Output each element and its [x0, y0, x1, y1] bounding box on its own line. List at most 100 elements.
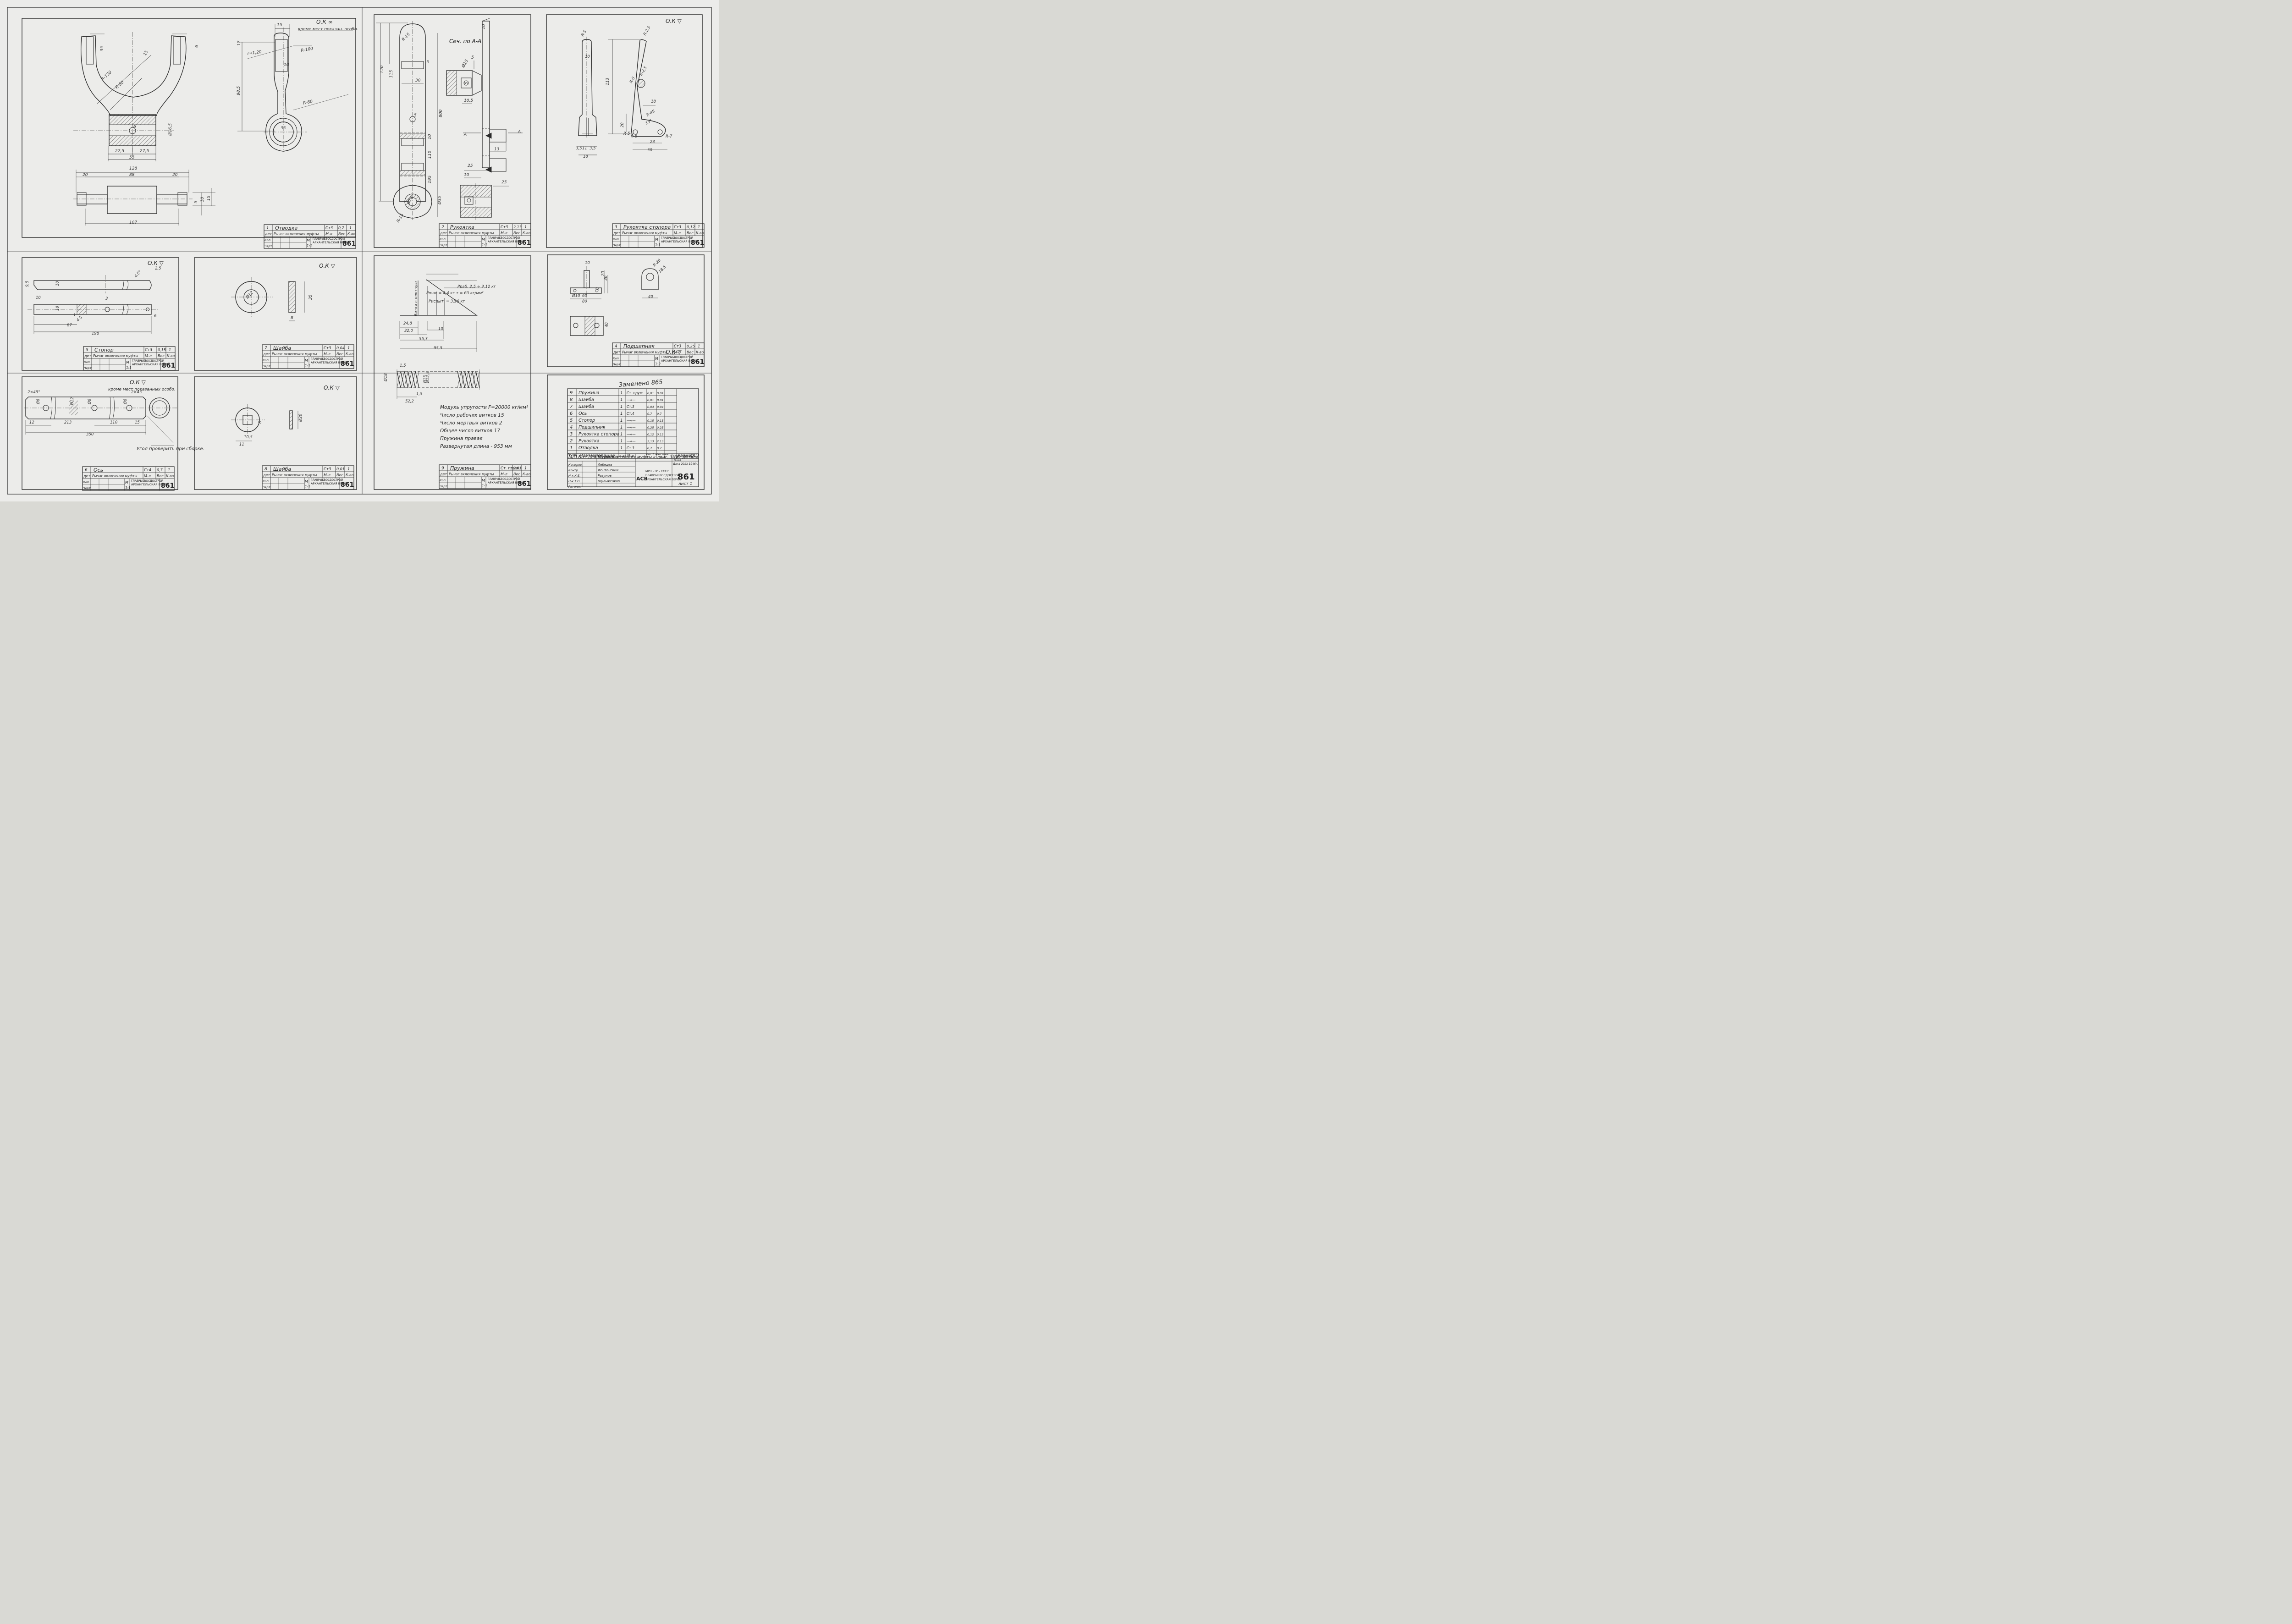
dimension-value: 350: [86, 432, 94, 437]
bom-weight-unit: 0,7: [647, 446, 652, 450]
part-material: Ст4: [144, 468, 151, 473]
panel-header: О.К ▽: [319, 263, 336, 269]
square-hole: [464, 196, 474, 205]
part-qty: 1: [168, 468, 170, 473]
part-name: Рукоятка стопора: [623, 224, 671, 230]
part-weight: 0,7: [338, 226, 345, 230]
angle-note: Угол проверить при сборке.: [137, 446, 204, 451]
dimension-value: Ø35: [437, 196, 442, 205]
part-outline: [121, 304, 124, 315]
sheet-number: 861: [518, 480, 531, 488]
part-2-handle: [376, 18, 523, 220]
tb-label-det: дет: [264, 232, 272, 236]
panel-9: [374, 255, 531, 490]
dimension-value: 35: [309, 294, 313, 300]
tb-label-scale: М: [305, 479, 308, 484]
circle-outline: [573, 289, 577, 292]
part-name: Шайба: [273, 345, 291, 351]
tb-label-det: дет: [263, 473, 270, 477]
part-8-washer: [231, 404, 298, 441]
dimension-value: Pраб. 2,5 ÷ 3,12 кг: [457, 285, 496, 289]
sheet-number: 861: [691, 358, 704, 366]
tb-label-scale: М: [126, 360, 129, 364]
dimension-value: 40: [648, 295, 653, 299]
coil-turn: [461, 371, 465, 388]
part-outline: [33, 280, 152, 290]
part-weight: 0,01: [513, 466, 522, 470]
panel-frame: [374, 255, 531, 490]
bom-qty: 1: [620, 398, 623, 402]
panel-header: О.К ∞: [316, 19, 333, 25]
part-weight: 0,12: [687, 225, 695, 229]
bom-no: 3: [570, 432, 573, 437]
dimension-value: 40: [605, 322, 609, 327]
bom-qty: 1: [620, 432, 623, 437]
hatched-section: [289, 281, 295, 313]
part-1-fork: [73, 24, 353, 226]
dimension-value: 52,2: [405, 399, 414, 404]
dimension-value: r=1,20: [247, 50, 262, 56]
circle-outline: [43, 405, 49, 411]
part-qty: 1: [169, 348, 171, 352]
dimension-value: Ø16,5: [168, 123, 173, 136]
sheet-number: 861: [161, 482, 174, 490]
bom-weight-unit: 0,01: [647, 391, 654, 395]
spring-note: Число рабочих витков 15: [440, 413, 504, 418]
panel-header: О.К ▽: [666, 349, 682, 355]
bom-name: Рукоятка стопора: [579, 432, 619, 437]
dimension-value: 30: [647, 148, 652, 153]
sheet-border: [7, 7, 712, 495]
tb-label-weight: Вес: [157, 474, 164, 478]
circle-outline: [636, 79, 645, 88]
dimension-value: 3,5: [576, 146, 582, 151]
spring-note: Общее число витков 17: [440, 428, 500, 434]
dimension-value: 8: [291, 316, 293, 320]
circle-outline: [467, 198, 471, 203]
bom-head-material: М-л: [627, 454, 634, 458]
dimension-value: 18: [583, 154, 588, 159]
part-outline: [400, 279, 478, 316]
bom-no: 7: [570, 404, 573, 409]
circle-outline: [633, 129, 638, 135]
bom-qty: 1: [620, 391, 623, 396]
tb-label-copy: Коп.: [264, 238, 271, 242]
part-outline: [126, 280, 128, 290]
dimension-value: 30: [604, 275, 608, 281]
part-scale: 1:1: [305, 485, 310, 489]
part-assembly: Рычаг включения муфты: [449, 231, 494, 235]
circle-outline: [126, 405, 132, 411]
shipyard-line: АРХАНГЕЛЬСКАЯ ВЕРФЬ: [488, 240, 525, 243]
coil-turn: [457, 371, 462, 388]
part-4-stop-pin: [28, 275, 158, 334]
circle-outline: [573, 323, 579, 328]
shipyard-line: АРХАНГЕЛЬСКАЯ ВЕРФЬ: [131, 483, 169, 486]
drawing-line: [247, 45, 294, 59]
part-material: Ст3: [325, 226, 333, 231]
part-outline: [472, 70, 482, 96]
part-material: Ст3: [501, 225, 508, 230]
dimension-value: R-7: [666, 134, 672, 139]
dimension-value: Ø6: [123, 398, 128, 405]
sheet-number: 861: [341, 481, 354, 489]
part-outline: [80, 35, 187, 116]
sheet-number: 861: [342, 240, 356, 248]
panel-frame: [22, 376, 178, 490]
tb-label-qty: К-во: [347, 232, 355, 236]
dimension-value: 2×45: [131, 390, 142, 395]
tb-label-qty: К-во: [167, 354, 175, 358]
tb-label-qty: К-во: [696, 231, 704, 235]
ministry-line: МРП - ЗР - СССР: [645, 470, 669, 473]
tb-label-scale: М: [655, 237, 658, 242]
dimension-value: 10,5: [244, 435, 253, 440]
part-number: 5: [86, 348, 88, 352]
dimension-value: 12: [29, 420, 34, 425]
dimension-value: 195: [428, 176, 432, 183]
part-assembly: Рычаг включения муфты: [274, 232, 319, 236]
shipyard-line: АРХАНГЕЛЬСКАЯ ВЕРФЬ: [132, 363, 170, 366]
tb-label-material: М-л: [324, 473, 331, 477]
shipyard-logo: АСВ: [636, 476, 648, 482]
bom-material: Ст.3: [627, 405, 634, 409]
main-sheet-number: 861: [678, 472, 695, 482]
part-assembly: Рычаг включения муфты: [93, 354, 138, 358]
